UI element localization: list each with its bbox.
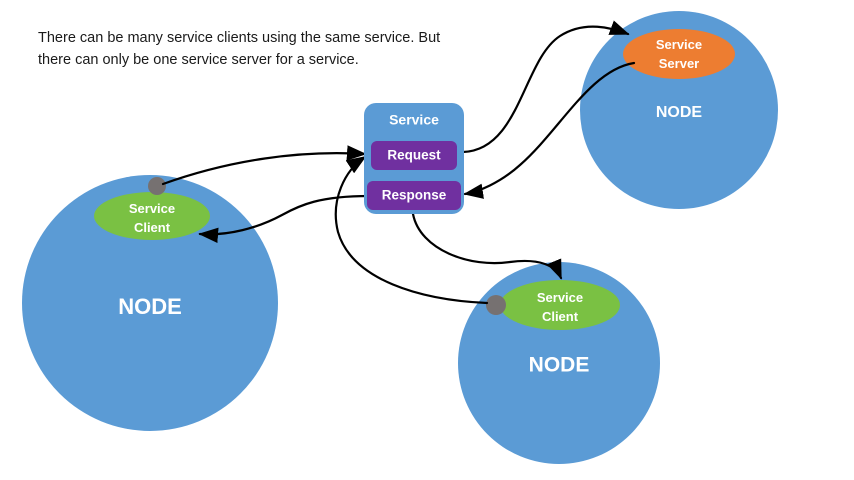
service-server-label-line-1: Service — [656, 37, 702, 52]
caption-line-2: there can only be one service server for… — [38, 52, 359, 69]
service-client-label-line-2: Client — [134, 220, 171, 235]
client-port-dot[interactable] — [486, 295, 506, 315]
client-port-dot[interactable] — [148, 177, 166, 195]
caption-line-1: There can be many service clients using … — [38, 30, 441, 46]
service-client-shape — [94, 192, 210, 240]
caption: There can be many service clients using … — [38, 27, 468, 72]
node-top-right[interactable]: NODE Service Server — [580, 11, 778, 209]
node-bottom[interactable]: NODE Service Client — [458, 262, 660, 464]
service-box[interactable]: Service Request Response — [364, 103, 464, 214]
node-left[interactable]: NODE Service Client — [22, 175, 278, 431]
connector-server-to-response — [463, 61, 636, 199]
connector-request-to-server — [461, 20, 630, 154]
service-client-ellipse[interactable]: Service Client — [500, 280, 620, 330]
service-server-shape — [623, 29, 735, 79]
connector-response-to-bottom-client — [411, 212, 563, 280]
service-title: Service — [389, 112, 439, 128]
service-client-shape — [500, 280, 620, 330]
response-background — [367, 181, 461, 210]
response-label: Response — [382, 188, 447, 203]
node-label: NODE — [656, 104, 703, 121]
service-client-label-line-1: Service — [129, 201, 175, 216]
service-server-label-line-2: Server — [659, 56, 699, 71]
node-label: NODE — [529, 354, 590, 377]
request-block[interactable]: Request — [371, 141, 457, 170]
request-label: Request — [387, 148, 441, 163]
connector-left-client-to-request — [161, 145, 367, 186]
node-label: NODE — [118, 294, 182, 319]
connector-bottom-client-to-request — [334, 155, 489, 305]
response-block[interactable]: Response — [367, 181, 461, 210]
service-server-ellipse[interactable]: Service Server — [623, 29, 735, 79]
service-client-ellipse[interactable]: Service Client — [94, 192, 210, 240]
service-client-label-line-1: Service — [537, 290, 583, 305]
request-background — [371, 141, 457, 170]
service-client-label-line-2: Client — [542, 309, 579, 324]
connector-response-to-left-client — [198, 194, 371, 243]
